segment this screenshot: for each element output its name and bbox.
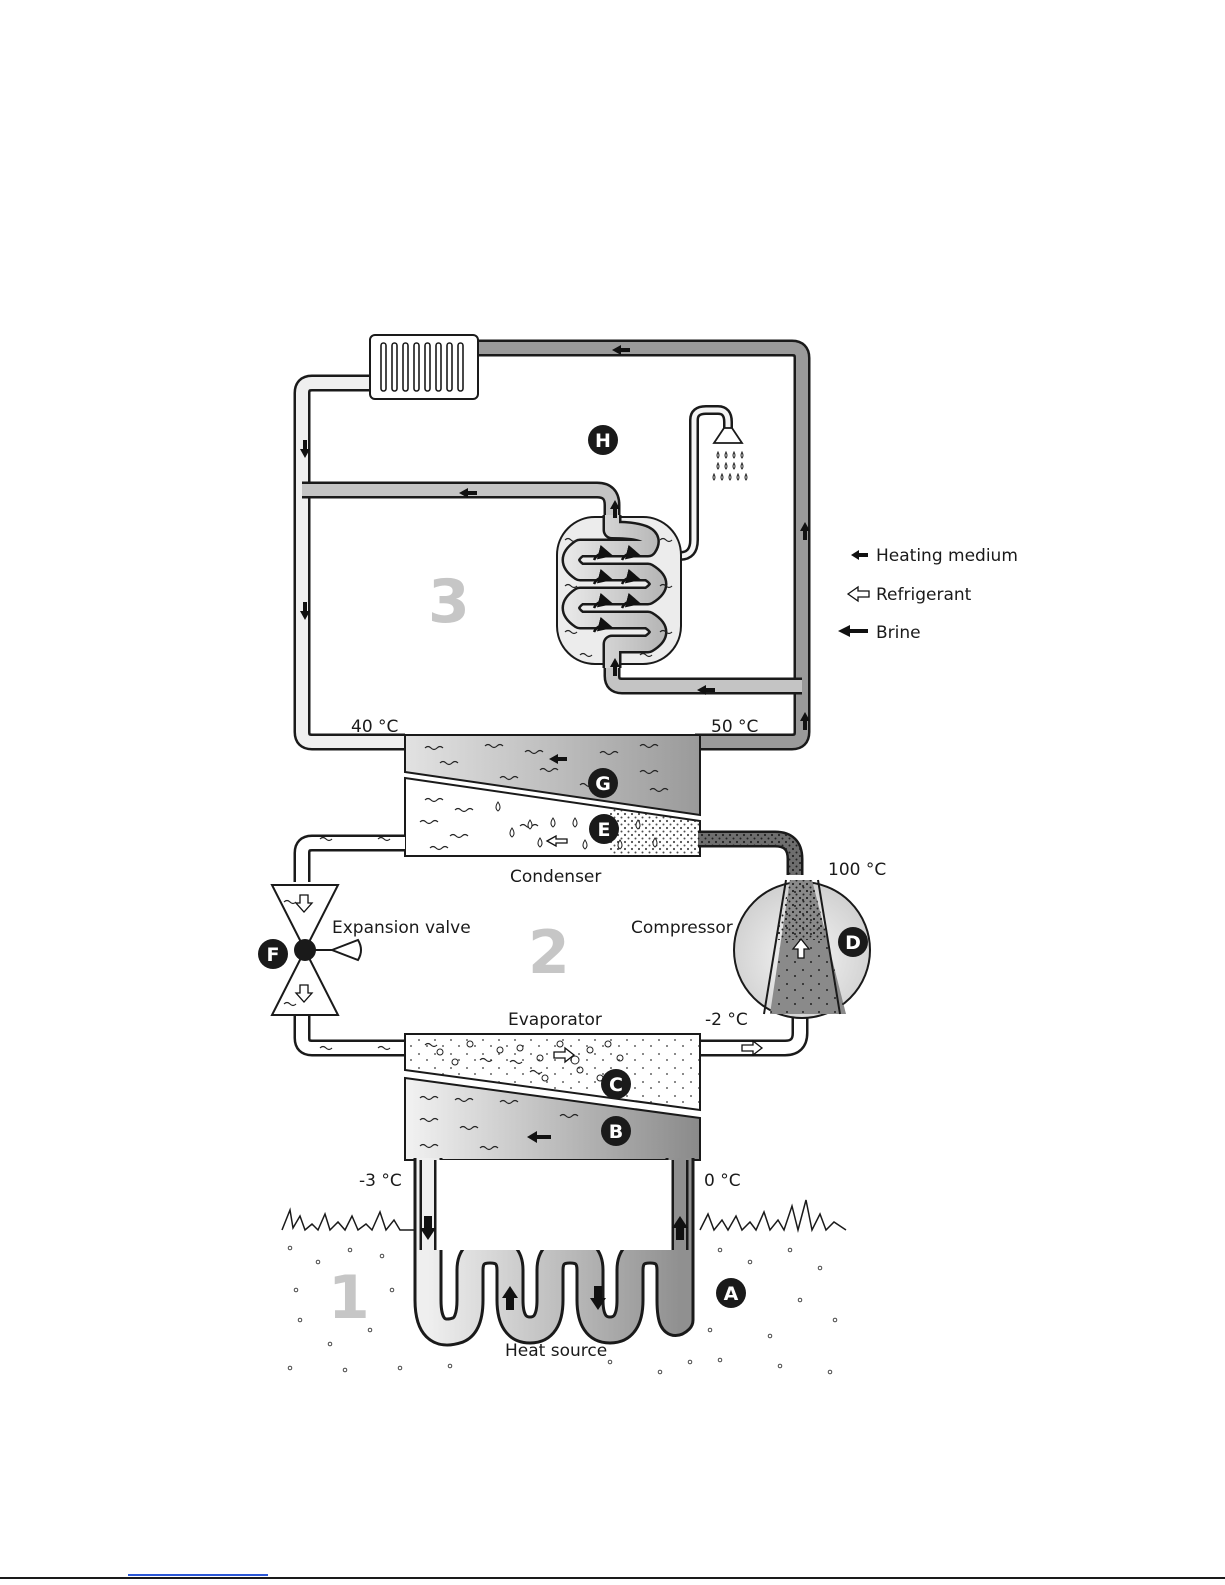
- badge-d: D: [838, 927, 868, 957]
- zone-3-number: 3: [428, 567, 470, 637]
- expansion-valve-label: Expansion valve: [332, 918, 471, 938]
- ground-loop: [420, 1158, 688, 1332]
- radiator: [370, 335, 478, 399]
- badge-b: B: [601, 1116, 631, 1146]
- temp-40-label: 40 °C: [351, 717, 398, 737]
- temp-minus2-label: -2 °C: [705, 1010, 748, 1030]
- compressor-label: Compressor: [631, 918, 733, 938]
- hot-water-tank: [557, 515, 681, 668]
- badge-h: H: [588, 425, 618, 455]
- shower-icon: [713, 428, 747, 480]
- legend-refrigerant: Refrigerant: [876, 585, 972, 605]
- page-bottom-rule: [0, 1577, 1225, 1579]
- heating-medium-arrow-icon: [851, 550, 868, 560]
- temp-100-label: 100 °C: [828, 860, 886, 880]
- legend-heating-medium: Heating medium: [876, 546, 1018, 566]
- badge-e: E: [589, 814, 619, 844]
- condenser-label: Condenser: [510, 867, 601, 887]
- heating-arrows: [300, 345, 810, 730]
- badge-c: C: [601, 1069, 631, 1099]
- svg-text:E: E: [598, 819, 611, 841]
- condenser: [405, 735, 700, 856]
- svg-text:D: D: [845, 932, 861, 954]
- evaporator: [405, 1034, 700, 1160]
- footnote-link-underline: [128, 1574, 268, 1576]
- zone-1-number: 1: [328, 1263, 370, 1333]
- svg-text:C: C: [609, 1074, 623, 1096]
- svg-text:B: B: [609, 1121, 623, 1143]
- svg-text:G: G: [595, 773, 611, 795]
- svg-text:H: H: [595, 430, 611, 452]
- zone-2-number: 2: [528, 918, 570, 988]
- brine-arrow-icon: [838, 625, 868, 637]
- evaporator-label: Evaporator: [508, 1010, 602, 1030]
- badge-a: A: [716, 1278, 746, 1308]
- temp-minus3-label: -3 °C: [359, 1171, 402, 1191]
- temp-50-label: 50 °C: [711, 717, 758, 737]
- refrigerant-arrow-icon: [848, 587, 869, 601]
- legend: Heating medium Refrigerant Brine: [838, 546, 1018, 643]
- legend-brine: Brine: [876, 623, 921, 643]
- svg-text:A: A: [724, 1283, 739, 1305]
- badge-f: F: [258, 939, 288, 969]
- badge-g: G: [588, 768, 618, 798]
- temp-0-label: 0 °C: [704, 1171, 741, 1191]
- heating-circuit: [302, 348, 802, 742]
- svg-text:F: F: [267, 944, 280, 966]
- heat-source-label: Heat source: [505, 1341, 607, 1361]
